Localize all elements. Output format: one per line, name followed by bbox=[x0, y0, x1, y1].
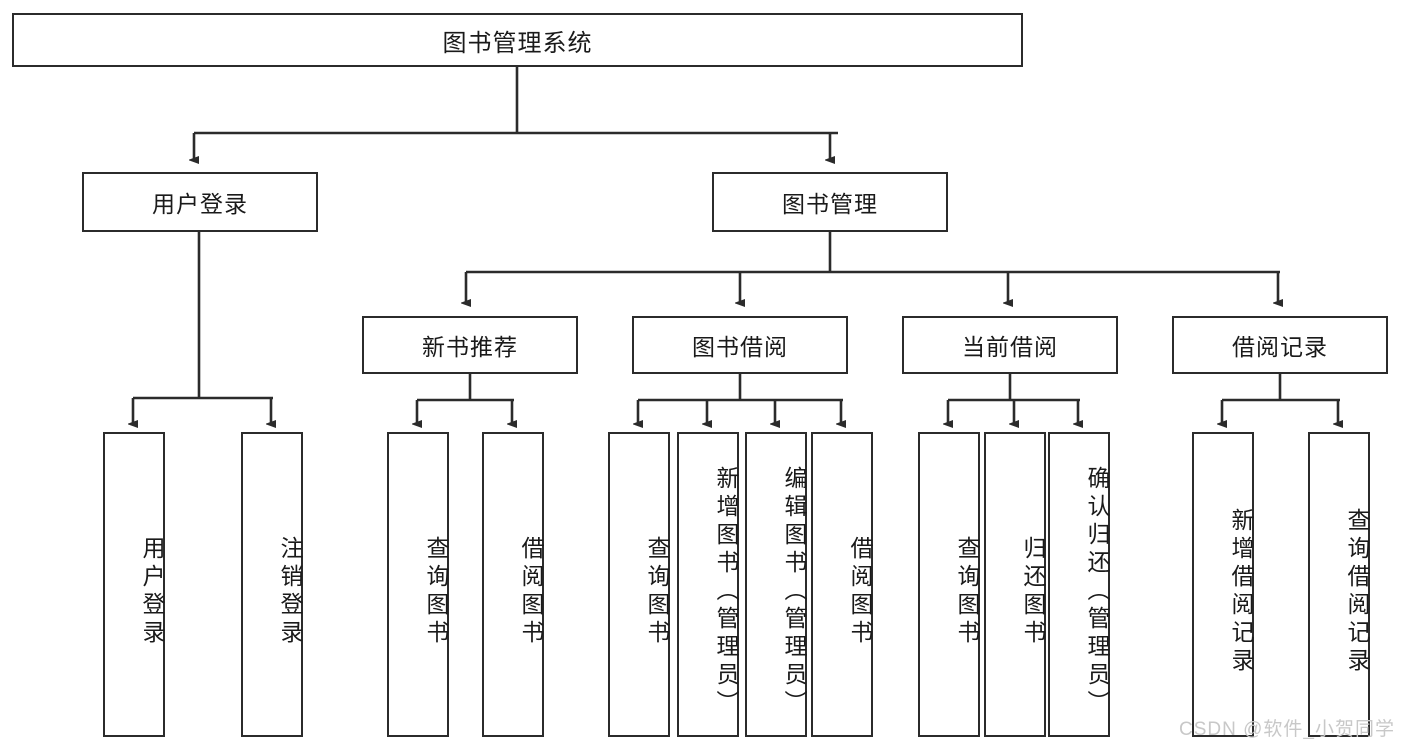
leaf-query-borrow-record[interactable]: 查询借阅记录 bbox=[1308, 432, 1370, 737]
leaf-query-book-recommend[interactable]: 查询图书 bbox=[387, 432, 449, 737]
node-label: 当前借阅 bbox=[962, 334, 1058, 360]
node-label: 查询图书 bbox=[954, 535, 980, 648]
node-label: 借阅图书 bbox=[847, 535, 873, 648]
node-user-login-module[interactable]: 用户登录 bbox=[82, 172, 318, 232]
leaf-confirm-return-admin[interactable]: 确认归还（管理员） bbox=[1048, 432, 1110, 737]
node-label: 借阅记录 bbox=[1232, 334, 1328, 360]
leaf-add-borrow-record[interactable]: 新增借阅记录 bbox=[1192, 432, 1254, 737]
node-label: 用户登录 bbox=[139, 535, 165, 648]
node-label: 图书管理 bbox=[782, 191, 878, 217]
leaf-edit-book-admin[interactable]: 编辑图书（管理员） bbox=[745, 432, 807, 737]
node-label: 查询借阅记录 bbox=[1344, 507, 1370, 676]
node-label: 注销登录 bbox=[277, 535, 303, 648]
leaf-query-book-borrow[interactable]: 查询图书 bbox=[608, 432, 670, 737]
node-label: 新书推荐 bbox=[422, 334, 518, 360]
leaf-add-book-admin[interactable]: 新增图书（管理员） bbox=[677, 432, 739, 737]
node-label: 用户登录 bbox=[152, 191, 248, 217]
node-label: 查询图书 bbox=[644, 535, 670, 648]
node-borrow-record[interactable]: 借阅记录 bbox=[1172, 316, 1388, 374]
node-current-borrow[interactable]: 当前借阅 bbox=[902, 316, 1118, 374]
node-label: 新增借阅记录 bbox=[1228, 507, 1254, 676]
node-label: 图书借阅 bbox=[692, 334, 788, 360]
node-label: 查询图书 bbox=[423, 535, 449, 648]
leaf-user-logout[interactable]: 注销登录 bbox=[241, 432, 303, 737]
node-book-borrow[interactable]: 图书借阅 bbox=[632, 316, 848, 374]
node-label: 归还图书 bbox=[1020, 535, 1046, 648]
leaf-return-book[interactable]: 归还图书 bbox=[984, 432, 1046, 737]
node-label: 图书管理系统 bbox=[442, 29, 593, 57]
node-new-book-recommend[interactable]: 新书推荐 bbox=[362, 316, 578, 374]
node-label: 新增图书（管理员） bbox=[713, 465, 739, 718]
leaf-user-login[interactable]: 用户登录 bbox=[103, 432, 165, 737]
leaf-borrow-book-recommend[interactable]: 借阅图书 bbox=[482, 432, 544, 737]
node-label: 编辑图书（管理员） bbox=[781, 465, 807, 718]
node-root-system[interactable]: 图书管理系统 bbox=[12, 13, 1023, 67]
leaf-query-book-current[interactable]: 查询图书 bbox=[918, 432, 980, 737]
csdn-watermark: CSDN @软件_小贺同学 bbox=[1179, 719, 1395, 740]
node-book-management-module[interactable]: 图书管理 bbox=[712, 172, 948, 232]
node-label: 确认归还（管理员） bbox=[1084, 465, 1110, 718]
leaf-borrow-book[interactable]: 借阅图书 bbox=[811, 432, 873, 737]
node-label: 借阅图书 bbox=[518, 535, 544, 648]
